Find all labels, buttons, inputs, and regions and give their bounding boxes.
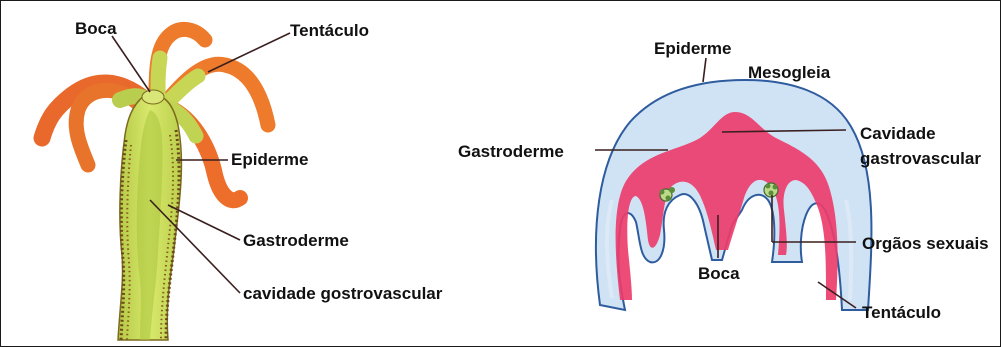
- hydra-label-epiderme: Epiderme: [231, 150, 308, 169]
- medusa-label-tentaculo: Tentáculo: [862, 303, 941, 322]
- hydra-gastroderme-leader: [168, 205, 240, 240]
- medusa-label-epiderme: Epiderme: [654, 39, 731, 58]
- medusa-label-cavidade-2: gastrovascular: [860, 149, 981, 168]
- hydra-tentaculo-leader: [208, 33, 290, 72]
- hydra-label-gastroderme: Gastroderme: [243, 231, 349, 250]
- medusa-label-orgaos: Orgãos sexuais: [862, 234, 989, 253]
- hydra-label-boca: Boca: [75, 19, 117, 38]
- hydra-label-cavidade: cavidade gostrovascular: [243, 284, 443, 303]
- medusa-label-boca: Boca: [698, 264, 740, 283]
- medusa-label-gastroderme: Gastroderme: [458, 142, 564, 161]
- medusa-epiderme-leader: [703, 58, 706, 82]
- hydra-illustration: [42, 29, 268, 340]
- hydra-label-tentaculo: Tentáculo: [290, 21, 369, 40]
- medusa-label-mesogleia: Mesogleia: [748, 63, 831, 82]
- medusa-label-cavidade-1: Cavidade: [860, 124, 936, 143]
- medusa-gonad-right: [764, 183, 778, 197]
